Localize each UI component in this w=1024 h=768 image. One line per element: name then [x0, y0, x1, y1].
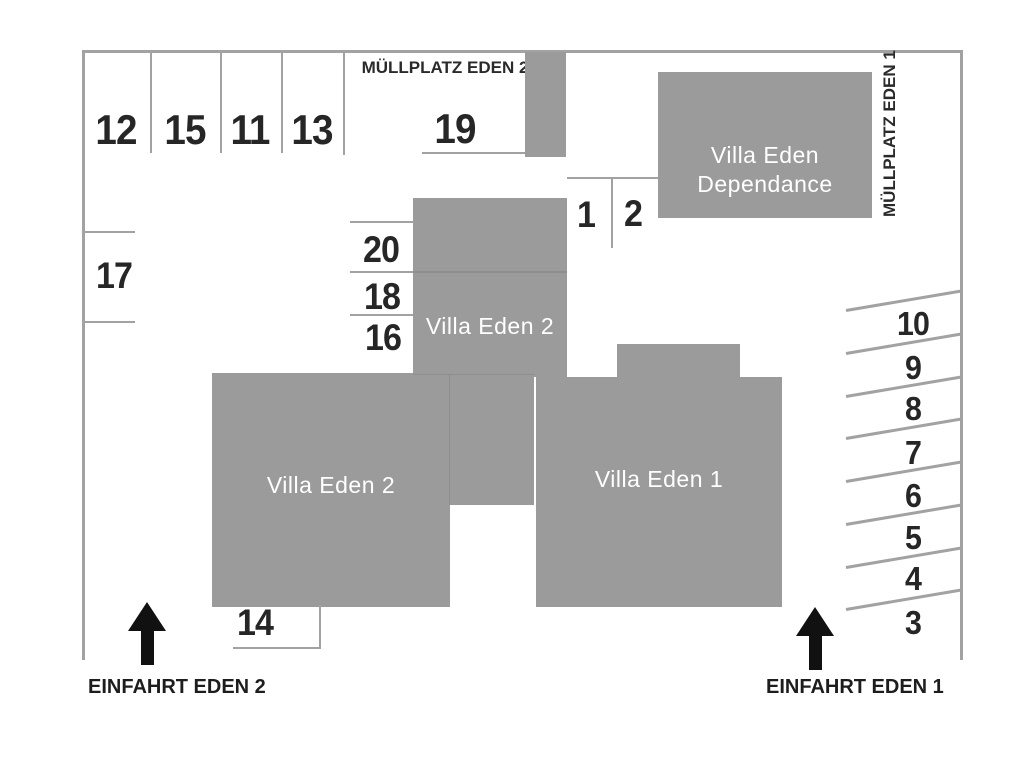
parking-space-10: 10 [897, 305, 930, 342]
parking-space-16: 16 [364, 317, 402, 358]
villa-eden-dependance-label-line2: Dependance [697, 171, 833, 197]
arrow-head [796, 607, 834, 636]
tick-1-2-top [567, 177, 660, 179]
tick-17-top [82, 231, 135, 233]
tick-14-bottom [233, 647, 321, 649]
einfahrt-eden-1-label: EINFAHRT EDEN 1 [766, 676, 944, 698]
villa-eden-2-seam-vertical [449, 375, 450, 505]
einfahrt-eden-2-arrow-icon [128, 602, 166, 665]
tick-20-top [350, 221, 413, 223]
parking-space-20: 20 [362, 229, 400, 270]
parking-space-17: 17 [95, 255, 133, 296]
villa-eden-2-seam-mid [413, 374, 534, 375]
villa-eden-2-building [212, 373, 450, 607]
parking-space-7: 7 [905, 434, 922, 471]
tick-14-right [319, 605, 321, 649]
villa-eden-dependance-label-line1: Villa Eden [710, 142, 820, 168]
muellplatz-eden-1-label: MÜLLPLATZ EDEN 1 [880, 50, 899, 217]
muellplatz-eden-2-label: MÜLLPLATZ EDEN 2 [361, 58, 529, 77]
parking-space-8: 8 [905, 390, 922, 427]
villa-eden-2-label: Villa Eden 2 [266, 472, 396, 498]
parking-space-12: 12 [95, 106, 137, 153]
einfahrt-eden-2-label: EINFAHRT EDEN 2 [88, 676, 266, 698]
einfahrt-eden-1-arrow-icon [796, 607, 834, 670]
tick-18-16 [350, 314, 413, 316]
arrow-shaft [140, 631, 154, 665]
tick-20-18 [350, 271, 413, 273]
parking-space-9: 9 [905, 349, 922, 386]
divider-15-11 [220, 52, 222, 153]
boundary-top-line [82, 50, 963, 53]
villa-eden-1-label: Villa Eden 1 [594, 466, 724, 492]
boundary-right-line [960, 50, 963, 660]
parking-space-13: 13 [291, 106, 333, 153]
parking-space-2: 2 [623, 193, 643, 234]
arrow-head [128, 602, 166, 631]
tick-17-bottom [82, 321, 135, 323]
arrow-shaft [808, 636, 822, 670]
parking-space-14: 14 [236, 602, 274, 643]
villa-eden-2-seam-horizontal [413, 271, 567, 273]
parking-space-5: 5 [905, 519, 922, 556]
parking-space-4: 4 [905, 560, 922, 597]
villa-eden-2-annex-top [413, 198, 567, 273]
parking-space-18: 18 [363, 276, 401, 317]
tick-19-bottom [422, 152, 527, 154]
parking-space-11: 11 [230, 106, 270, 153]
boundary-left-line [82, 50, 85, 660]
villa-eden-1-building [536, 377, 782, 607]
muellplatz-2-area [525, 52, 566, 157]
divider-1-2 [611, 177, 613, 248]
parking-space-3: 3 [905, 604, 922, 641]
parking-space-1: 1 [576, 194, 596, 235]
parking-space-15: 15 [164, 106, 206, 153]
villa-eden-dependance-building [658, 72, 872, 218]
parking-space-6: 6 [905, 477, 922, 514]
divider-12-15 [150, 52, 152, 153]
villa-eden-2-annex-label: Villa Eden 2 [425, 313, 555, 339]
divider-13-end [343, 52, 345, 155]
parking-space-19: 19 [434, 105, 476, 152]
villa-eden-2-annex-mid [413, 272, 567, 377]
divider-11-13 [281, 52, 283, 153]
